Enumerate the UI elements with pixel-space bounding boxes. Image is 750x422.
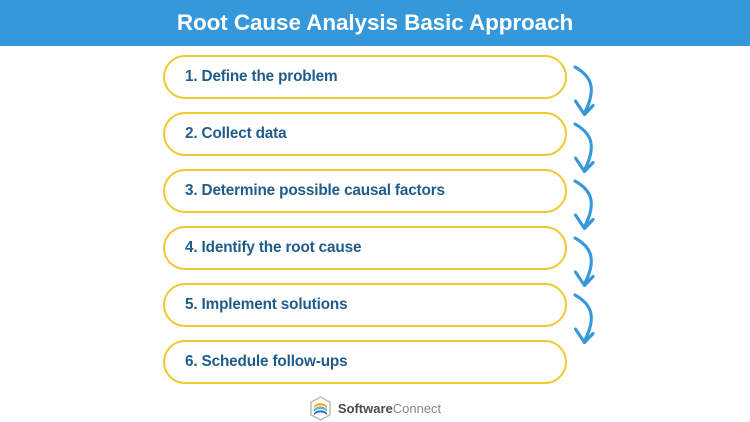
step-label-6: 6. Schedule follow-ups: [185, 353, 348, 371]
step-row: 2. Collect data: [163, 112, 595, 174]
step-box-2[interactable]: 2. Collect data: [163, 112, 567, 156]
steps-list: 1. Define the problem 2. Collect data 3.…: [163, 55, 595, 385]
step-label-5: 5. Implement solutions: [185, 296, 348, 314]
step-box-4[interactable]: 4. Identify the root cause: [163, 226, 567, 270]
step-label-3: 3. Determine possible causal factors: [185, 182, 445, 200]
logo-wordmark: SoftwareConnect: [338, 402, 441, 415]
step-box-5[interactable]: 5. Implement solutions: [163, 283, 567, 327]
page-title: Root Cause Analysis Basic Approach: [176, 9, 574, 35]
step-box-6[interactable]: 6. Schedule follow-ups: [163, 340, 567, 384]
step-row: 3. Determine possible causal factors: [163, 169, 595, 231]
step-box-1[interactable]: 1. Define the problem: [163, 55, 567, 99]
logo-text-bold: Software: [337, 400, 393, 416]
step-label-2: 2. Collect data: [185, 125, 287, 143]
step-row: 1. Define the problem: [163, 55, 595, 117]
step-row: 5. Implement solutions: [163, 283, 595, 345]
step-label-4: 4. Identify the root cause: [185, 239, 362, 257]
header-bar: Root Cause Analysis Basic Approach: [0, 0, 750, 46]
logo-text-light: Connect: [392, 400, 442, 416]
footer-logo: SoftwareConnect: [0, 394, 750, 422]
step-row: 6. Schedule follow-ups: [163, 340, 595, 384]
step-row: 4. Identify the root cause: [163, 226, 595, 288]
step-box-3[interactable]: 3. Determine possible causal factors: [163, 169, 567, 213]
hexagon-wave-logo-icon: [310, 395, 331, 421]
step-label-1: 1. Define the problem: [185, 68, 338, 86]
